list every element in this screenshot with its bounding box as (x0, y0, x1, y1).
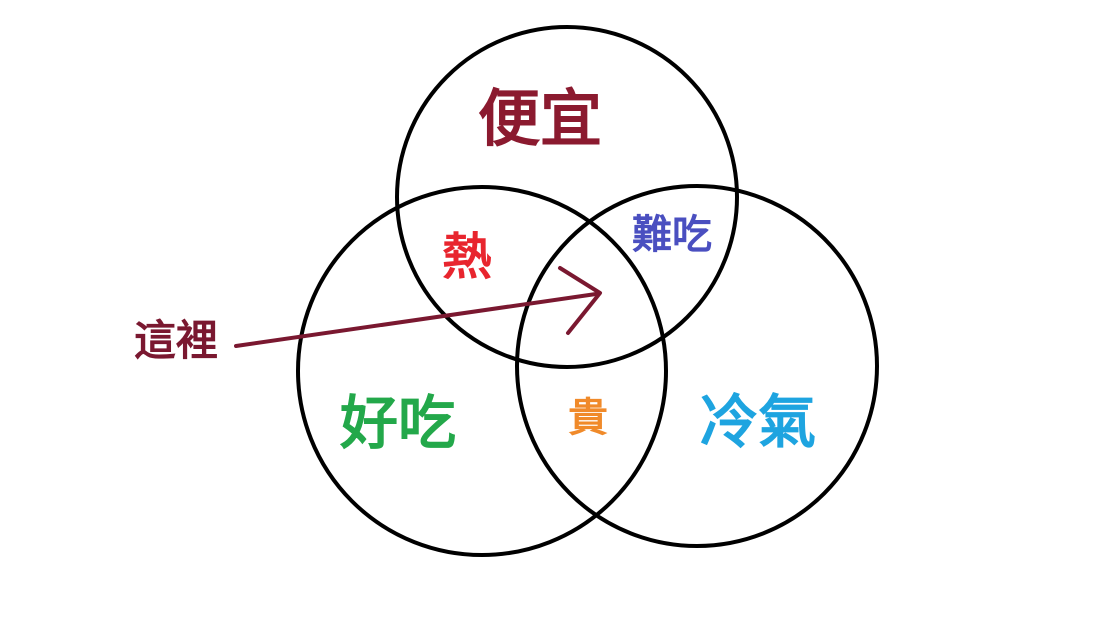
circle-cheap (395, 25, 739, 369)
label-here: 這裡 (134, 316, 219, 365)
label-expensive: 貴 (568, 395, 608, 441)
label-hot: 熱 (442, 228, 492, 286)
label-tasty: 好吃 (340, 389, 457, 457)
label-cheap: 便宜 (478, 82, 603, 155)
circle-tasty (296, 185, 668, 557)
arrow-here (234, 266, 602, 348)
circle-aircon (515, 184, 879, 548)
label-bad-taste: 難吃 (632, 212, 712, 258)
arrow-head (558, 266, 602, 335)
arrow-shaft (234, 292, 598, 348)
label-aircon: 冷氣 (700, 388, 817, 456)
